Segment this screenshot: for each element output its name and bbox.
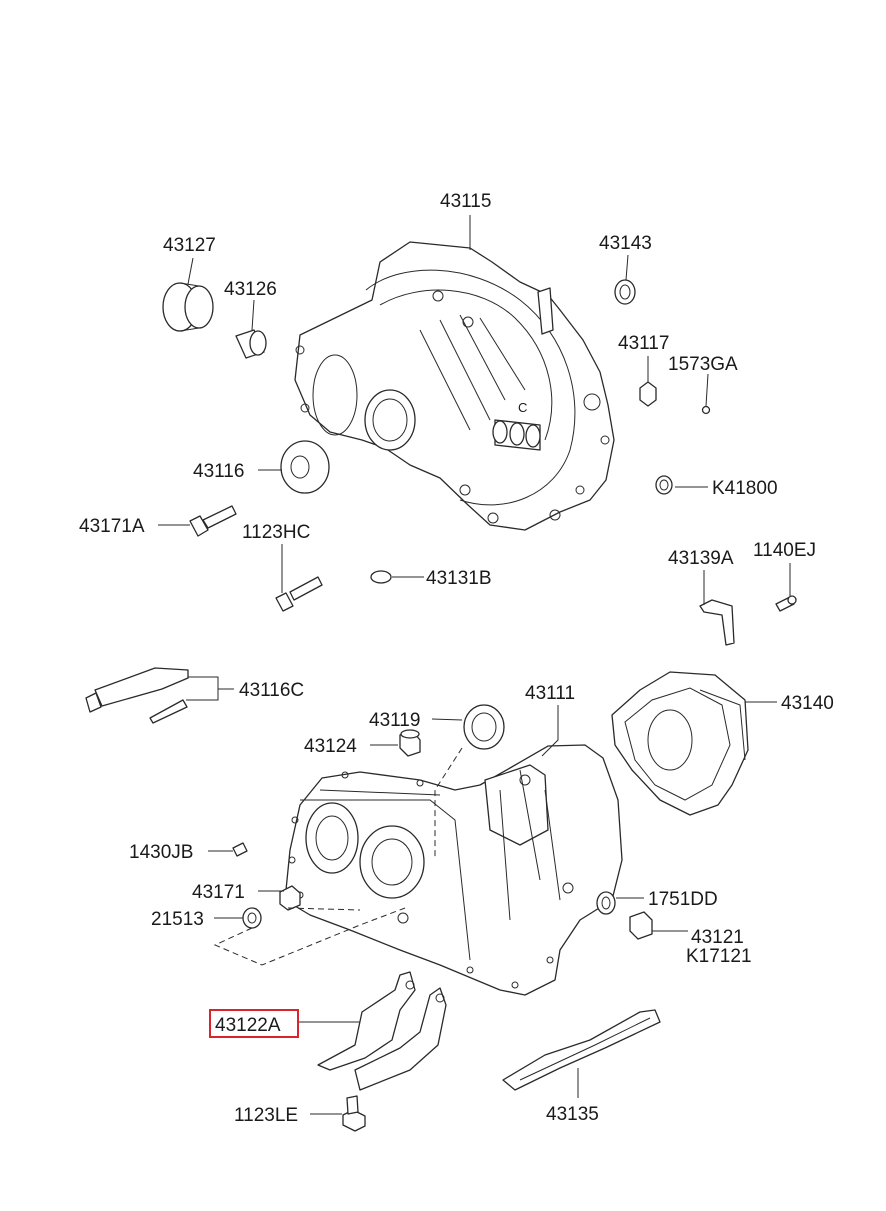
bracket-43122A[interactable]	[317, 971, 447, 1091]
label-1140EJ[interactable]: 1140EJ	[753, 540, 816, 561]
assembly-dashed-lines	[213, 747, 463, 966]
label-1123HC[interactable]: 1123HC	[242, 522, 310, 543]
label-1123LE[interactable]: 1123LE	[234, 1105, 298, 1126]
bolt-1123LE[interactable]	[342, 1095, 366, 1132]
seal-43127[interactable]	[162, 282, 214, 332]
label-1573GA[interactable]: 1573GA	[668, 354, 738, 375]
plug-43124[interactable]	[399, 729, 421, 757]
label-43115[interactable]: 43115	[440, 191, 491, 212]
sealant-tube-43116C[interactable]	[85, 667, 189, 724]
label-43126[interactable]: 43126	[224, 279, 277, 300]
label-43124[interactable]: 43124	[304, 736, 357, 757]
label-1430JB[interactable]: 1430JB	[129, 842, 193, 863]
label-43135[interactable]: 43135	[546, 1104, 599, 1125]
label-43116C[interactable]: 43116C	[239, 680, 304, 701]
label-43171A[interactable]: 43171A	[79, 516, 145, 537]
label-43119[interactable]: 43119	[369, 710, 420, 731]
washer-21513[interactable]	[242, 907, 262, 929]
label-21513[interactable]: 21513	[151, 909, 204, 930]
nut-43117[interactable]	[639, 381, 657, 407]
leader-lines	[158, 215, 791, 1115]
bolt-1140EJ[interactable]	[775, 595, 797, 612]
cover-43140[interactable]	[611, 671, 749, 816]
bolt-43171A[interactable]	[189, 505, 237, 537]
drain-plug-43121[interactable]	[629, 911, 653, 940]
plate-43116[interactable]	[280, 440, 330, 494]
bushing-43126[interactable]	[235, 329, 267, 359]
label-K17121[interactable]: K17121	[686, 946, 752, 967]
label-43111[interactable]: 43111	[525, 683, 575, 704]
pin-1430JB[interactable]	[232, 842, 248, 857]
plate-43135[interactable]	[502, 1009, 661, 1091]
label-43122A[interactable]: 43122A	[215, 1015, 281, 1036]
plug-43131B[interactable]	[370, 570, 392, 584]
svg-text:C: C	[518, 400, 527, 415]
label-43117[interactable]: 43117	[618, 333, 669, 354]
label-43127[interactable]: 43127	[163, 235, 216, 256]
bracket-43139A[interactable]	[699, 599, 735, 646]
label-1751DD[interactable]: 1751DD	[648, 889, 718, 910]
label-43139A[interactable]: 43139A	[668, 548, 734, 569]
label-43121[interactable]: 43121	[691, 927, 744, 948]
transaxle-case-43111[interactable]	[284, 744, 623, 996]
seal-43119[interactable]	[463, 704, 505, 750]
clip-1573GA[interactable]	[701, 405, 711, 415]
washer-K41800[interactable]	[655, 475, 673, 495]
part-labels: 43115 43127 43126 43143 43117 1573GA 431…	[79, 191, 834, 1126]
highlight-box	[209, 1009, 299, 1038]
label-43116[interactable]: 43116	[193, 461, 244, 482]
bolt-1123HC[interactable]	[275, 576, 323, 612]
label-43131B[interactable]: 43131B	[426, 568, 492, 589]
plug-43171[interactable]	[279, 885, 301, 911]
label-43143[interactable]: 43143	[599, 233, 652, 254]
label-K41800[interactable]: K41800	[712, 478, 778, 499]
label-43171[interactable]: 43171	[192, 882, 245, 903]
label-43140[interactable]: 43140	[781, 693, 834, 714]
ring-43143[interactable]	[614, 279, 636, 305]
gasket-1751DD[interactable]	[596, 891, 616, 915]
clutch-housing-43115[interactable]: C	[294, 241, 615, 531]
